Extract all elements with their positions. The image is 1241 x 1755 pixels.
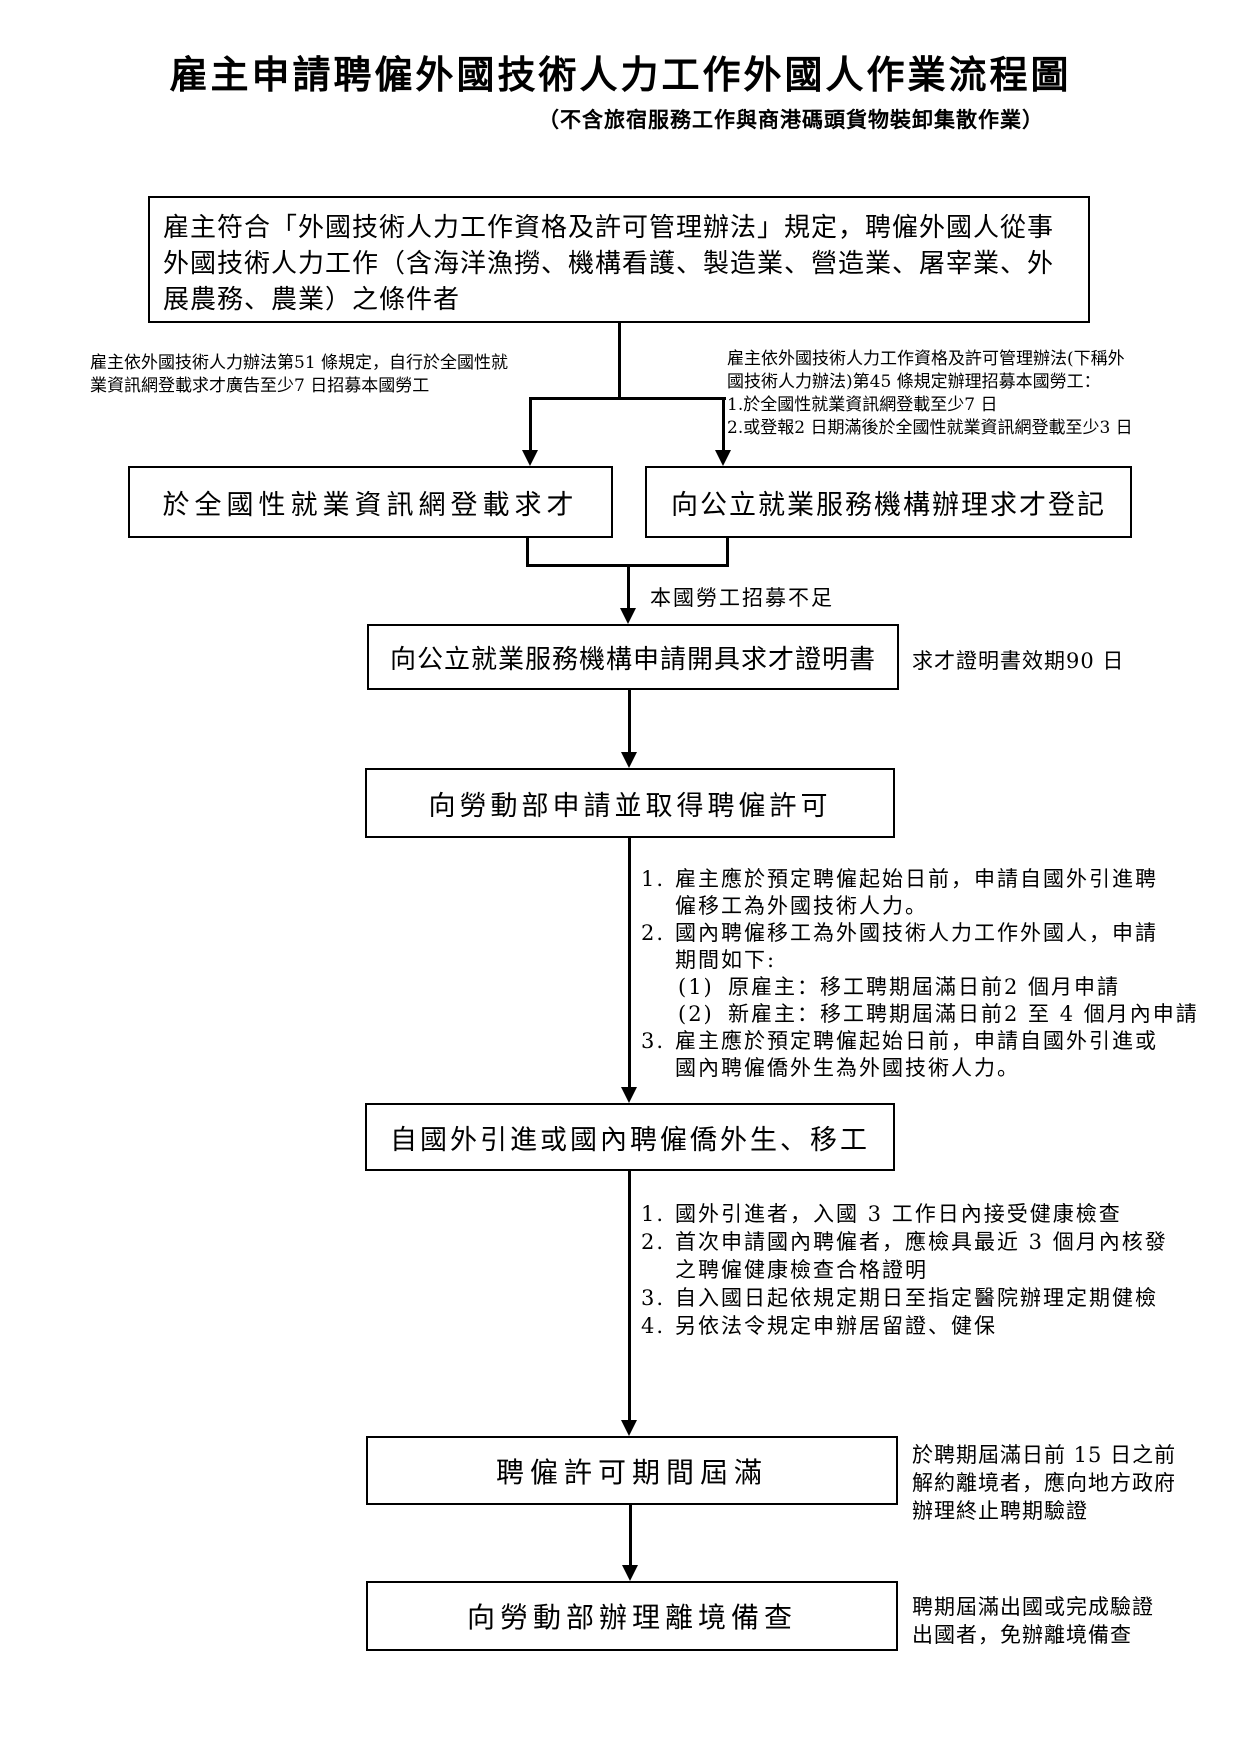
list-item: 2. 國內聘僱移工為外國技術人力工作外國人，申請期間如下: xyxy=(641,920,1175,974)
annotation-pes-recruit: 雇主依外國技術人力工作資格及許可管理辦法(下稱外 國技術人力辦法)第45 條規定… xyxy=(727,348,1133,440)
certificate-validity-note: 求才證明書效期90 日 xyxy=(912,649,1125,673)
expiry-note: 於聘期屆滿日前 15 日之前 解約離境者，應向地方政府 辦理終止聘期驗證 xyxy=(912,1441,1176,1525)
flow-box-recruit-text: 自國外引進或國內聘僱僑外生、移工 xyxy=(390,1124,870,1156)
page-subtitle: （不含旅宿服務工作與商港碼頭貨物裝卸集散作業） xyxy=(538,107,1044,132)
health-notes-list: 1. 國外引進者，入國 3 工作日內接受健康檢查 2. 首次申請國內聘僱者，應檢… xyxy=(641,1200,1175,1340)
list-item-number: (1) xyxy=(678,975,714,999)
list-item-number: 1. xyxy=(641,1202,666,1226)
merge-condition-label: 本國勞工招募不足 xyxy=(650,586,834,610)
page-title: 雇主申請聘僱外國技術人力工作外國人作業流程圖 xyxy=(169,52,1072,97)
connector-line xyxy=(529,397,726,400)
note-line: 於聘期屆滿日前 15 日之前 xyxy=(912,1443,1177,1467)
connector-line xyxy=(722,397,725,451)
connector-line xyxy=(629,1505,632,1567)
arrow-down-head xyxy=(620,608,636,624)
connector-line xyxy=(529,397,532,451)
list-item-text: 國內聘僱移工為外國技術人力工作外國人，申請期間如下: xyxy=(675,921,1158,972)
note-line: 聘期屆滿出國或完成驗證 xyxy=(912,1595,1154,1619)
list-item-number: 2. xyxy=(641,921,666,945)
flow-box-departure: 向勞動部辦理離境備查 xyxy=(366,1581,898,1651)
flow-box-departure-text: 向勞動部辦理離境備查 xyxy=(466,1601,797,1634)
departure-note: 聘期屆滿出國或完成驗證 出國者，免辦離境備查 xyxy=(912,1593,1154,1649)
flow-box-pes-registration-text: 向公立就業服務機構辦理求才登記 xyxy=(671,489,1106,521)
flow-box-certificate: 向公立就業服務機構申請開具求才證明書 xyxy=(367,624,899,690)
flow-box-recruit: 自國外引進或國內聘僱僑外生、移工 xyxy=(365,1103,895,1171)
annotation-line: 國技術人力辦法)第45 條規定辦理招募本國勞工： xyxy=(727,372,1101,392)
list-item: 2. 首次申請國內聘僱者，應檢具最近 3 個月內核發之聘僱健康檢查合格證明 xyxy=(641,1228,1175,1284)
annotation-line: 雇主依外國技術人力工作資格及許可管理辦法(下稱外 xyxy=(727,349,1125,369)
permit-notes-list: 1. 雇主應於預定聘僱起始日前，申請自國外引進聘僱移工為外國技術人力。 2. 國… xyxy=(641,866,1197,1082)
list-item-text: 首次申請國內聘僱者，應檢具最近 3 個月內核發之聘僱健康檢查合格證明 xyxy=(675,1230,1168,1282)
flow-box-expiry: 聘僱許可期間屆滿 xyxy=(366,1436,898,1505)
connector-line xyxy=(628,690,631,754)
flow-box-eligibility: 雇主符合「外國技術人力工作資格及許可管理辦法」規定，聘僱外國人從事外國技術人力工… xyxy=(148,196,1090,323)
list-item: 3. 雇主應於預定聘僱起始日前，申請自國外引進或國內聘僱僑外生為外國技術人力。 xyxy=(641,1028,1175,1082)
list-item-text: 新雇主：移工聘期屆滿日前2 至 4 個月內申請 xyxy=(728,1002,1199,1026)
flow-box-permit: 向勞動部申請並取得聘僱許可 xyxy=(365,768,895,838)
list-item: 3. 自入國日起依規定期日至指定醫院辦理定期健檢 xyxy=(641,1284,1175,1312)
arrow-down-head xyxy=(522,450,538,466)
connector-line xyxy=(627,564,630,609)
connector-line xyxy=(618,321,621,399)
arrow-down-head xyxy=(622,1565,638,1581)
flow-box-permit-text: 向勞動部申請並取得聘僱許可 xyxy=(428,790,832,822)
connector-line xyxy=(526,538,529,567)
annotation-line: 2.或登報2 日期滿後於全國性就業資訊網登載至少3 日 xyxy=(727,418,1133,438)
list-item-text: 原雇主：移工聘期屆滿日前2 個月申請 xyxy=(728,975,1121,999)
annotation-self-recruit: 雇主依外國技術人力辦法第51 條規定，自行於全國性就 業資訊網登載求才廣告至少7… xyxy=(90,352,508,398)
arrow-down-head xyxy=(621,752,637,768)
flow-box-online-posting-text: 於全國性就業資訊網登載求才 xyxy=(162,489,579,521)
flow-box-pes-registration: 向公立就業服務機構辦理求才登記 xyxy=(645,466,1132,538)
annotation-line: 雇主依外國技術人力辦法第51 條規定，自行於全國性就 xyxy=(90,353,509,373)
annotation-line: 業資訊網登載求才廣告至少7 日招募本國勞工 xyxy=(90,376,430,396)
list-item: 1. 國外引進者，入國 3 工作日內接受健康檢查 xyxy=(641,1200,1175,1228)
list-item: (2) 新雇主：移工聘期屆滿日前2 至 4 個月內申請 xyxy=(678,1001,1197,1028)
note-line: 出國者，免辦離境備查 xyxy=(912,1623,1132,1647)
arrow-down-head xyxy=(715,450,731,466)
list-item: 4. 另依法令規定申辦居留證、健保 xyxy=(641,1312,1175,1340)
flow-box-online-posting: 於全國性就業資訊網登載求才 xyxy=(128,466,613,538)
flow-box-certificate-text: 向公立就業服務機構申請開具求才證明書 xyxy=(389,644,876,675)
connector-line xyxy=(628,1171,631,1421)
list-item-number: 3. xyxy=(641,1286,666,1310)
list-item-text: 國外引進者，入國 3 工作日內接受健康檢查 xyxy=(675,1202,1122,1226)
list-item: (1) 原雇主：移工聘期屆滿日前2 個月申請 xyxy=(678,974,1175,1001)
list-item-number: 4. xyxy=(641,1314,666,1338)
connector-line xyxy=(628,838,631,1089)
list-item-text: 自入國日起依規定期日至指定醫院辦理定期健檢 xyxy=(675,1286,1158,1310)
flow-box-eligibility-text: 雇主符合「外國技術人力工作資格及許可管理辦法」規定，聘僱外國人從事外國技術人力工… xyxy=(163,213,1055,315)
note-line: 解約離境者，應向地方政府 xyxy=(912,1471,1176,1495)
annotation-line: 1.於全國性就業資訊網登載至少7 日 xyxy=(727,395,998,415)
list-item-number: (2) xyxy=(678,1002,714,1026)
list-item: 1. 雇主應於預定聘僱起始日前，申請自國外引進聘僱移工為外國技術人力。 xyxy=(641,866,1175,920)
list-item-number: 3. xyxy=(641,1029,666,1053)
list-item-text: 另依法令規定申辦居留證、健保 xyxy=(675,1314,997,1338)
flow-box-expiry-text: 聘僱許可期間屆滿 xyxy=(495,1455,768,1489)
arrow-down-head xyxy=(621,1420,637,1436)
list-item-number: 1. xyxy=(641,867,666,891)
list-item-text: 雇主應於預定聘僱起始日前，申請自國外引進或國內聘僱僑外生為外國技術人力。 xyxy=(675,1029,1158,1080)
list-item-text: 雇主應於預定聘僱起始日前，申請自國外引進聘僱移工為外國技術人力。 xyxy=(675,867,1158,918)
connector-line xyxy=(726,538,729,567)
arrow-down-head xyxy=(621,1087,637,1103)
list-item-number: 2. xyxy=(641,1230,666,1254)
note-line: 辦理終止聘期驗證 xyxy=(912,1499,1088,1523)
